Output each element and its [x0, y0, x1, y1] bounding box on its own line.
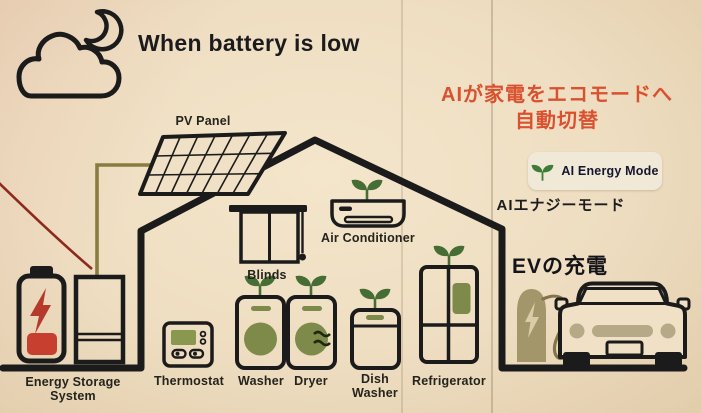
page-title: When battery is low — [138, 30, 360, 56]
pv-panel-label: PV Panel — [175, 114, 231, 128]
jp-headline: AIが家電をエコモードへ 自動切替 — [417, 82, 697, 134]
cloud-icon — [16, 31, 122, 99]
storage-unit-icon — [73, 274, 126, 365]
badge-label: AI Energy Mode — [561, 164, 659, 178]
jp-headline-line2: 自動切替 — [515, 110, 599, 132]
ev-charger-icon — [517, 289, 546, 362]
energy-storage-label-line1: Energy Storage — [25, 375, 121, 389]
jp-headline-line1: AIが家電をエコモードへ — [441, 84, 673, 106]
battery-low-icon — [16, 266, 67, 364]
dish-washer-icon — [350, 308, 401, 370]
refrigerator-label: Refrigerator — [412, 374, 486, 388]
sprout-icon — [358, 287, 392, 311]
energy-storage-label: Energy Storage System — [8, 375, 138, 403]
thermostat-icon — [162, 321, 214, 368]
dryer-icon — [286, 295, 337, 370]
sprout-icon — [350, 178, 384, 202]
energy-storage-label-line2: System — [50, 389, 96, 403]
dish-washer-label: Dish Washer — [325, 372, 425, 400]
air-conditioner-label: Air Conditioner — [321, 231, 415, 245]
washer-label: Washer — [238, 374, 284, 388]
sprout-icon — [531, 164, 554, 181]
blinds-icon — [229, 205, 307, 264]
ai-energy-mode-badge: AI Energy Mode — [528, 152, 662, 190]
blinds-label: Blinds — [247, 268, 287, 282]
ev-charging-label-jp: EVの充電 — [512, 255, 609, 278]
air-conditioner-icon — [330, 199, 406, 228]
pv-panel-icon — [138, 131, 287, 196]
moon-icon — [83, 9, 124, 52]
house-outline — [0, 136, 688, 372]
wire-olive — [95, 163, 152, 276]
washer-icon — [235, 295, 286, 370]
refrigerator-icon — [419, 265, 479, 364]
thermostat-label: Thermostat — [153, 374, 225, 388]
sprout-icon — [432, 244, 466, 268]
lightning-icon — [525, 302, 539, 338]
badge-caption-jp: AIエナジーモード — [496, 197, 626, 214]
dish-washer-label-line2: Washer — [352, 386, 398, 400]
lightning-icon — [30, 288, 51, 334]
dryer-label: Dryer — [294, 374, 328, 388]
wire-red — [0, 182, 93, 270]
dish-washer-label-line1: Dish — [361, 372, 389, 386]
car-front-icon — [554, 281, 691, 367]
